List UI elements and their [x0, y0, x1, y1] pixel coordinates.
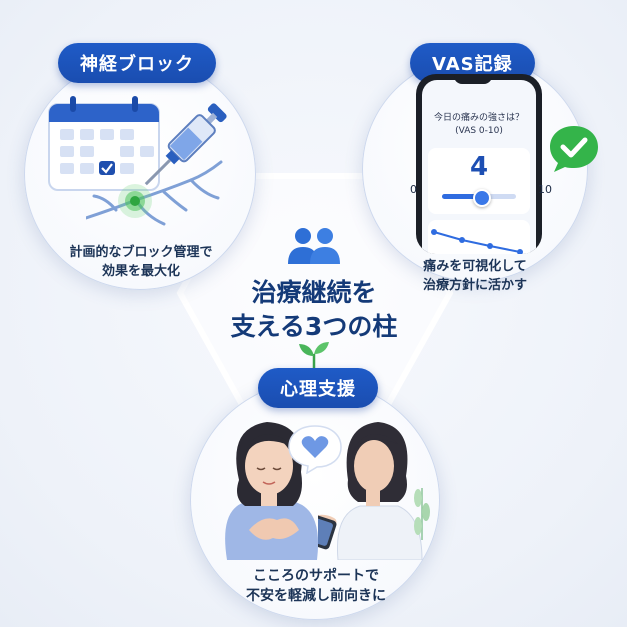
psych-support-caption-line1: こころのサポートで [253, 568, 379, 584]
vas-question-line2: (VAS 0-10) [455, 126, 503, 137]
center-title: 治療継続を 支える3つの柱 [213, 276, 415, 344]
injection-glow-icon [117, 183, 153, 219]
vas-input-card: 4 [428, 148, 530, 214]
center-title-line1: 治療継続を [251, 278, 377, 307]
nerve-block-caption-line1: 計画的なブロック管理で [69, 245, 213, 260]
patient-illustration [205, 410, 335, 560]
phone-screen: 今日の痛みの強さは？ (VAS 0-10) 4 [422, 80, 536, 254]
vas-record-caption-line1: 痛みを可視化して [423, 259, 527, 274]
vas-record-caption: 痛みを可視化して 治療方針に活かす [400, 258, 550, 296]
syringe-icon [134, 96, 234, 196]
people-icon [286, 226, 342, 266]
vas-trend-graph [428, 220, 530, 254]
vas-scale-max: 10 [538, 183, 552, 196]
vas-record-caption-line2: 治療方針に活かす [422, 277, 527, 293]
phone-mockup: 今日の痛みの強さは？ (VAS 0-10) 4 [416, 74, 542, 254]
sprout-icon [296, 340, 332, 370]
vas-slider-fill [442, 194, 481, 199]
speech-heart-icon [287, 424, 343, 474]
vas-scale-min: 0 [410, 183, 417, 196]
vas-value: 4 [469, 152, 489, 182]
vas-slider[interactable] [442, 189, 516, 207]
vas-question-line1: 今日の痛みの強さは？ [433, 113, 524, 123]
nerve-block-caption-line2: 効果を最大化 [101, 263, 180, 279]
counselor-illustration [318, 410, 428, 560]
vas-question: 今日の痛みの強さは？ (VAS 0-10) [422, 112, 536, 138]
psych-support-title: 心理支援 [258, 368, 378, 408]
vas-slider-knob[interactable] [473, 189, 492, 207]
nerve-block-caption: 計画的なブロック管理で 効果を最大化 [56, 244, 226, 282]
nerve-block-title: 神経ブロック [58, 43, 216, 83]
center-title-line2: 支える3つの柱 [230, 311, 398, 341]
check-badge-icon [548, 124, 600, 174]
leaf-decoration-icon [412, 480, 432, 540]
psych-support-caption: こころのサポートで 不安を軽減し前向きに [228, 566, 404, 607]
phone-notch [454, 74, 492, 84]
psych-support-caption-line2: 不安を軽減し前向きに [246, 588, 386, 605]
calendar-icon [48, 96, 160, 192]
